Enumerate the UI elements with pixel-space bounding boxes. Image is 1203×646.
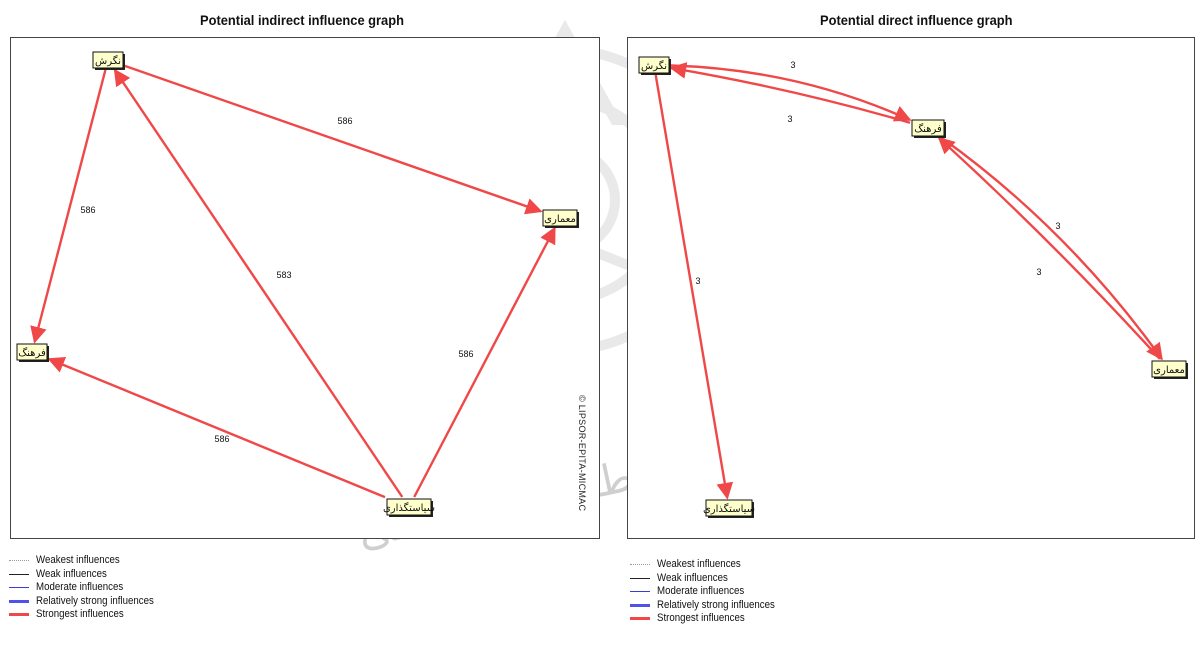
left-edge-label: 583 <box>276 270 291 280</box>
right-edge-label: 3 <box>1055 221 1060 231</box>
legend-item: Weak influences <box>630 572 791 586</box>
right-graph-frame: 3 3 3 3 3 نگرش فرهنگ معماری سیاستگذاری <box>627 37 1195 539</box>
legend-line-swatch <box>630 577 650 579</box>
right-node-label: نگرش <box>641 60 667 72</box>
legend-line-swatch <box>630 564 650 566</box>
left-graph-canvas: 586 586 583 586 586 نگرش معماری فرهنگ سیاستگذاری <box>16 51 579 517</box>
legend-label: Moderate influences <box>657 585 745 597</box>
right-edge-m2-m1 <box>669 62 911 124</box>
legend-label: Moderate influences <box>36 581 124 593</box>
legend-line-swatch <box>9 613 29 617</box>
left-node: فرهنگ <box>16 343 49 362</box>
legend-line-swatch <box>630 603 650 607</box>
right-node-label: سیاستگذاری <box>703 503 755 515</box>
legend-line-swatch <box>9 587 29 589</box>
right-edge-label: 3 <box>1036 267 1041 277</box>
legend-item: Weakest influences <box>9 554 170 568</box>
legend-item: Moderate influences <box>9 581 170 595</box>
legend-label: Weak influences <box>36 567 107 580</box>
legend-label: Weak influences <box>657 571 728 584</box>
legend-label: Strongest influences <box>36 608 124 620</box>
left-edge-n1-n2 <box>124 64 543 215</box>
left-edge-label: 586 <box>337 116 352 126</box>
legend-item: Weakest influences <box>630 558 791 572</box>
copyright-label: © LIPSOR-EPITA-MICMAC <box>577 395 587 512</box>
left-node-label: معماری <box>544 214 576 225</box>
left-graph-title: Potential indirect influence graph <box>200 12 404 28</box>
left-node-label: فرهنگ <box>18 347 46 359</box>
right-node: سیاستگذاری <box>703 499 755 518</box>
right-edge-m3-m2 <box>937 136 1161 360</box>
right-node: معماری <box>1151 360 1188 379</box>
legend-line-swatch <box>630 591 650 593</box>
left-edge-n4-n1 <box>113 68 404 498</box>
right-edge-m1-m2 <box>670 64 912 122</box>
left-graph-frame: 586 586 583 586 586 نگرش معماری فرهنگ سیاستگذاری <box>10 37 600 539</box>
left-edge-label: 586 <box>458 349 473 359</box>
legend-item: Strongest influences <box>630 612 791 626</box>
left-node: معماری <box>542 209 579 228</box>
left-edge-n1-n3 <box>30 69 107 344</box>
legend-line-swatch <box>9 573 29 575</box>
legend-label: Weakest influences <box>36 554 120 566</box>
legend-item: Strongest influences <box>9 608 170 622</box>
legend-item: Moderate influences <box>630 585 791 599</box>
right-edge-m1-m4 <box>654 74 734 500</box>
left-node-label: نگرش <box>95 55 121 67</box>
legend-line-swatch <box>9 560 29 562</box>
legend-item: Relatively strong influences <box>630 599 791 613</box>
legend-label: Weakest influences <box>657 558 741 570</box>
legend-item: Relatively strong influences <box>9 595 170 609</box>
right-edge-m2-m3 <box>941 137 1163 361</box>
legend-line-swatch <box>630 617 650 621</box>
right-node-label: فرهنگ <box>914 123 942 135</box>
right-edge-label: 3 <box>695 276 700 286</box>
left-edge-n4-n3 <box>47 356 386 499</box>
left-node: سیاستگذاری <box>383 498 435 517</box>
right-node: نگرش <box>638 56 671 75</box>
right-node: فرهنگ <box>911 119 946 138</box>
left-node-label: سیاستگذاری <box>383 502 435 514</box>
right-edge-label: 3 <box>790 60 795 70</box>
right-graph-canvas: 3 3 3 3 3 نگرش فرهنگ معماری سیاستگذاری <box>638 56 1188 518</box>
right-node-label: معماری <box>1153 365 1185 376</box>
legend-label: Strongest influences <box>657 612 745 624</box>
legend-item: Weak influences <box>9 568 170 582</box>
left-edge-n4-n2 <box>413 226 556 498</box>
left-edge-label: 586 <box>214 434 229 444</box>
left-node: نگرش <box>92 51 125 70</box>
right-edge-label: 3 <box>787 114 792 124</box>
right-graph-title: Potential direct influence graph <box>820 12 1013 28</box>
legend-label: Relatively strong influences <box>36 594 154 607</box>
legend-line-swatch <box>9 599 29 603</box>
left-edge-label: 586 <box>80 205 95 215</box>
legend-label: Relatively strong influences <box>657 598 775 611</box>
